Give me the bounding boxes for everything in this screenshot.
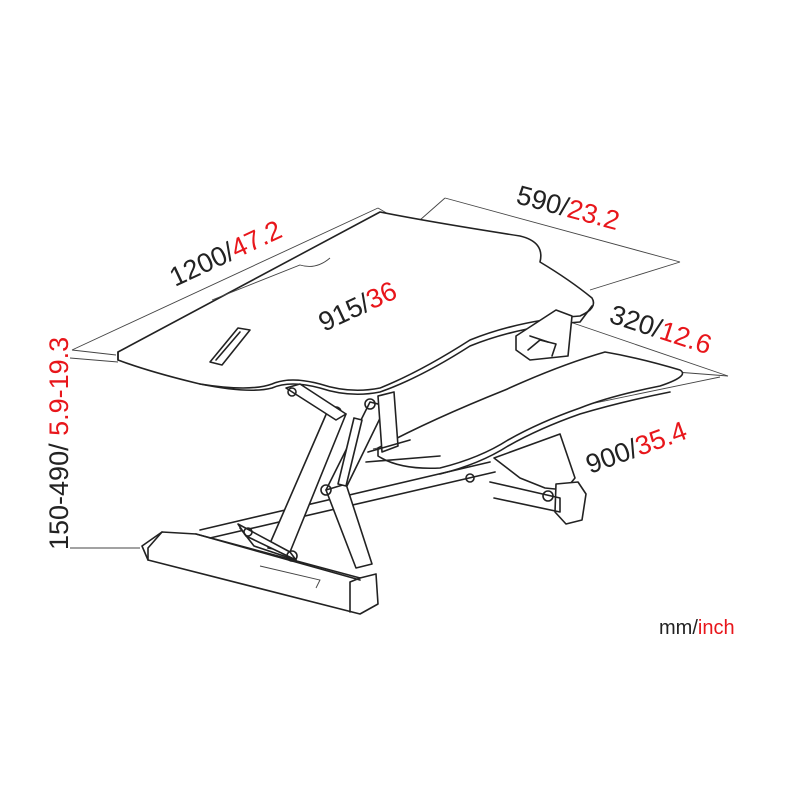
lift-mechanism (141, 383, 496, 615)
unit-legend: mm/inch (659, 617, 735, 639)
upper-worksurface (117, 211, 595, 396)
top-depth-label: 590/23.2 (513, 180, 622, 236)
keyboard-tray (377, 351, 684, 525)
rear-bracket (515, 309, 573, 361)
keyboard-length-label: 900/35.4 (582, 415, 691, 479)
keyboard-depth-label: 320/12.6 (606, 299, 715, 360)
height-label: 150-490/ 5.9-19.3 (44, 337, 74, 550)
